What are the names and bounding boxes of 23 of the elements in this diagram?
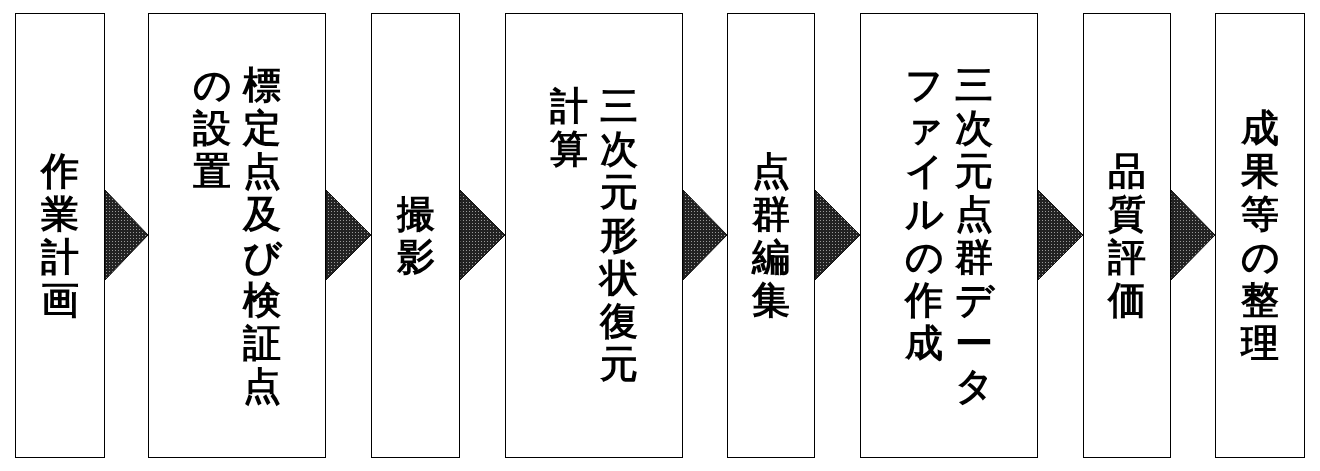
arrow	[104, 189, 149, 281]
process-box	[727, 13, 815, 458]
process-box	[148, 13, 326, 458]
process-box	[1215, 13, 1305, 458]
arrow	[459, 189, 506, 281]
step-label: 標定点及び検証点の設置	[191, 63, 284, 408]
step-label: 作業計画	[39, 149, 80, 322]
process-box	[505, 13, 683, 458]
arrow	[814, 189, 861, 281]
process-box	[371, 13, 460, 458]
arrow	[325, 189, 372, 281]
arrow	[1170, 189, 1216, 281]
step-label: 点群編集	[750, 149, 791, 322]
process-box	[860, 13, 1038, 458]
step-label: 三次元形状復元計算	[549, 85, 639, 386]
arrow	[682, 189, 728, 281]
step-label: 三次元点群データファイルの作成	[903, 63, 996, 408]
process-box	[15, 13, 105, 458]
process-box	[1083, 13, 1171, 458]
step-label: 成果等の整理	[1239, 106, 1281, 365]
step-label: 品質評価	[1106, 149, 1147, 322]
arrow	[1037, 189, 1084, 281]
step-label: 撮影	[395, 192, 436, 279]
